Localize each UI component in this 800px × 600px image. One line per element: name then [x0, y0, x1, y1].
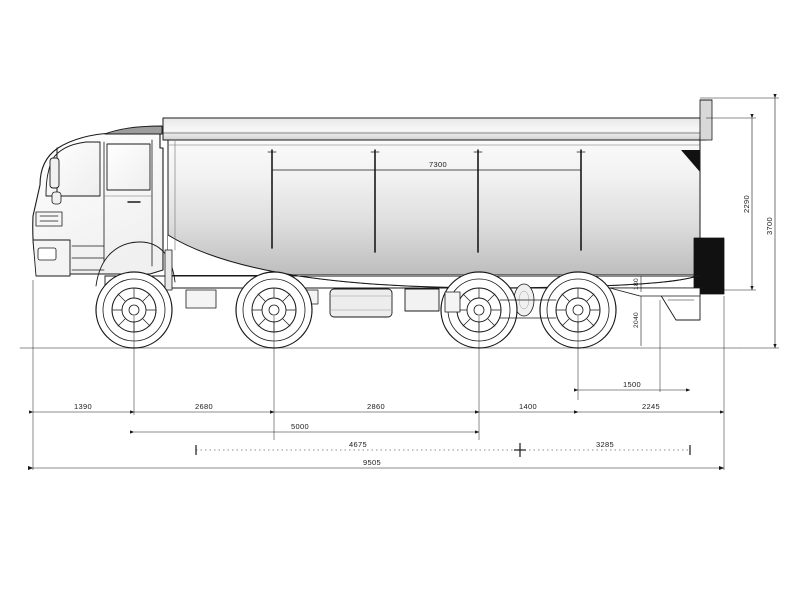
dim-label-overall-height: 3700: [765, 217, 774, 235]
cab-entry-steps: [71, 245, 105, 271]
dim-chain-axles: 1390 2680 2860 1400 2245: [29, 402, 725, 414]
body-rear-gusset: [681, 150, 700, 172]
dim-rear-small: 180 2040: [633, 276, 642, 346]
dim-label-body-height: 2290: [742, 195, 751, 213]
dim-overall-length: 9505: [27, 458, 725, 471]
cab-assembly: [32, 125, 176, 291]
dim-label-center-to-rear: 3285: [596, 440, 614, 449]
body-belly-mask: [168, 235, 700, 288]
roof-air-deflector: [104, 125, 163, 135]
dim-label-wheelbase: 5000: [291, 422, 309, 431]
dim-label-front-to-center: 4675: [349, 440, 367, 449]
hub-cap: [128, 304, 140, 316]
battery-box: [404, 288, 440, 312]
tipper-body: [162, 117, 707, 289]
dim-label-rear-sill: 180: [633, 278, 640, 290]
exhaust-silencer: [164, 249, 173, 291]
dim-rear-platform: 1500: [574, 380, 691, 392]
body-rib-group: [271, 149, 582, 253]
dim-label-front-overhang: 1390: [74, 402, 92, 411]
dim-label-axle3-4: 1400: [519, 402, 537, 411]
wide-angle-mirror: [51, 191, 62, 205]
windscreen: [45, 141, 101, 197]
hub-cap: [572, 304, 584, 316]
rear-frame-extension: [609, 287, 701, 297]
dimension-layer: 1390 2680 2860 1400 2245 5000 4675 3285: [27, 94, 779, 471]
bogie-suspension: [499, 299, 557, 319]
headlamp: [37, 247, 57, 261]
dim-label-rear-step-height: 2040: [633, 312, 640, 328]
wheel-axle-1: [95, 271, 173, 349]
dim-body-height: 2290: [706, 114, 756, 291]
wheel-axle-3: [440, 271, 518, 349]
dim-label-axle2-3: 2860: [367, 402, 385, 411]
dim-wheelbase: 5000: [130, 422, 480, 434]
grille-panel: [35, 211, 63, 227]
balance-ticks: [195, 443, 691, 457]
dim-label-overall-length: 9505: [363, 458, 381, 467]
dim-label-rear-platform: 1500: [623, 380, 641, 389]
witness-lines: [32, 280, 725, 470]
suspension-bracket: [444, 291, 461, 313]
dim-body-length: 7300: [272, 160, 581, 171]
dim-balance-chain: 4675 3285: [195, 440, 691, 457]
dim-label-axle1-2: 2680: [195, 402, 213, 411]
main-mirror: [49, 157, 60, 189]
dim-label-rear-overhang: 2245: [642, 402, 660, 411]
cab-side-window: [106, 143, 151, 191]
wheel-axle-4: [539, 271, 617, 349]
body-roof-rail: [162, 117, 707, 141]
dim-label-body-length: 7300: [429, 160, 447, 169]
fuel-tank: [329, 288, 393, 318]
rear-discharge-unit: [659, 99, 725, 321]
hub-cap: [473, 304, 485, 316]
rear-discharge-box: [693, 237, 725, 295]
dim-overall-height: 3700: [700, 94, 779, 349]
truck-assembly: [19, 99, 741, 349]
rear-filler-pipe: [699, 99, 713, 141]
grille-slats: [39, 215, 59, 222]
hub-cap: [268, 304, 280, 316]
chassis-equipment-box: [185, 289, 217, 309]
body-side-panel: [167, 136, 701, 276]
